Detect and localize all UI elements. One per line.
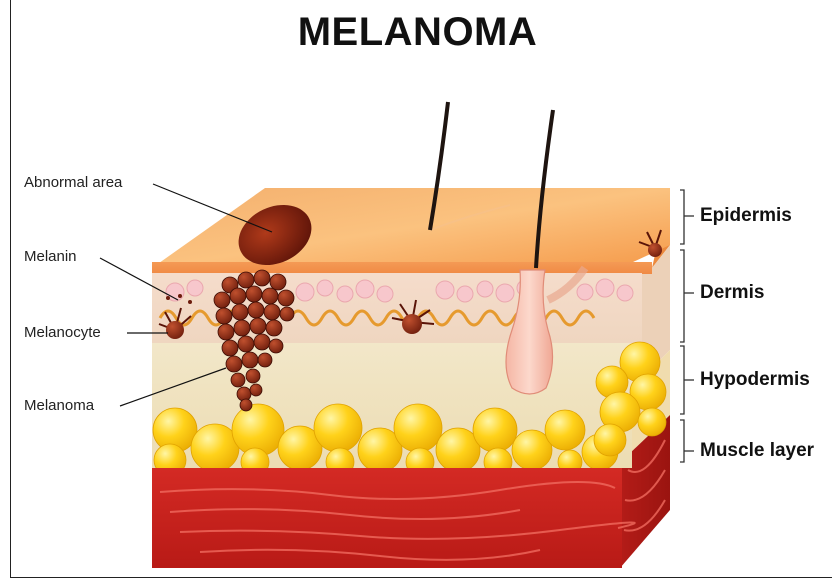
label-melanin: Melanin	[24, 248, 77, 265]
label-muscle-layer: Muscle layer	[700, 440, 814, 462]
label-abnormal-area: Abnormal area	[24, 174, 122, 191]
layer-brackets	[680, 190, 694, 462]
label-melanocyte: Melanocyte	[24, 324, 101, 341]
label-hypodermis: Hypodermis	[700, 369, 810, 391]
label-epidermis: Epidermis	[700, 205, 792, 227]
label-dermis: Dermis	[700, 282, 764, 304]
label-melanoma: Melanoma	[24, 397, 94, 414]
epidermis-top-surface	[152, 188, 670, 268]
